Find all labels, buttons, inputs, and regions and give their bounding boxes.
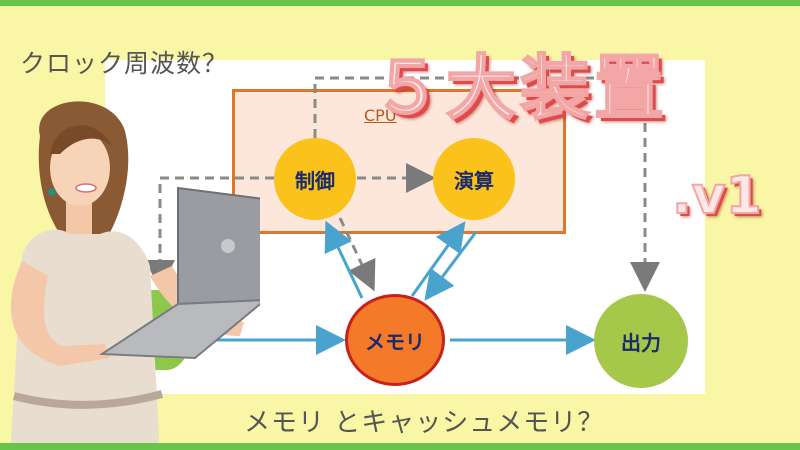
presenter-neck <box>66 201 92 237</box>
data-arrow-alu-to-memory <box>424 231 478 301</box>
data-arrow-memory-to-alu <box>410 221 466 297</box>
control-arrow-to-memory <box>338 217 376 292</box>
control-arrow-top-loop <box>313 76 660 292</box>
title-main: ５大装置 <box>371 46 668 130</box>
presenter-fringe <box>50 125 112 154</box>
laptop-logo-icon <box>221 239 235 253</box>
data-arrow-memory-to-control <box>324 220 364 299</box>
presenter-smile <box>75 183 97 193</box>
presenter-belt <box>12 390 164 409</box>
memory-node: メモリ <box>345 294 445 386</box>
title-version: .v1 <box>671 165 763 227</box>
presenter-earring <box>48 188 56 196</box>
alu-node: 演算 <box>433 138 515 220</box>
diagram-arrows <box>145 76 660 355</box>
presenter-left-arm <box>10 261 110 366</box>
presenter-illustration <box>10 101 260 443</box>
cpu-label: CPU <box>364 106 397 125</box>
control-arrow-to-input <box>145 176 274 290</box>
laptop-lid <box>177 186 260 306</box>
presenter-top <box>10 229 160 443</box>
control-node: 制御 <box>274 138 356 220</box>
output-node: 出力 <box>594 294 688 388</box>
laptop-base <box>98 299 260 360</box>
caption-top: クロック周波数？ <box>20 49 229 78</box>
caption-bottom: メモリ とキャッシュメモリ？ <box>244 408 605 438</box>
